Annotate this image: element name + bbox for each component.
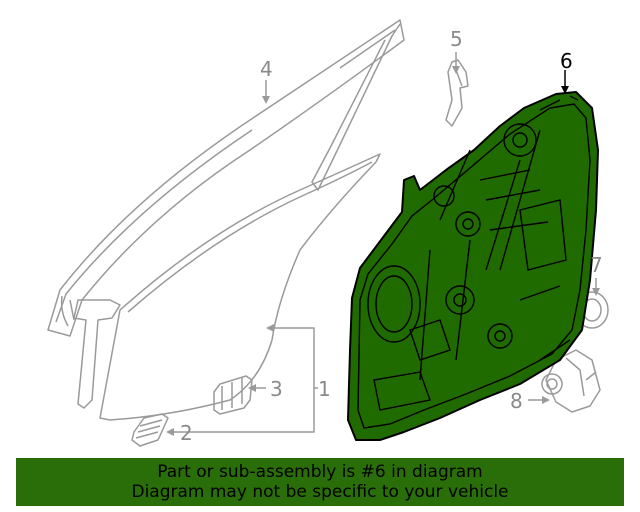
weatherstrip-seal	[445, 59, 469, 127]
door-glass	[99, 153, 381, 421]
callout-7: 7	[590, 253, 603, 277]
arrowhead-6	[561, 86, 569, 94]
banner-line-disclaimer: Diagram may not be specific to your vehi…	[131, 482, 509, 502]
glass-clip	[131, 413, 169, 447]
window-motor	[541, 349, 601, 413]
callout-2: 2	[180, 421, 193, 445]
callout-1: 1	[318, 377, 331, 401]
glass-run-channel	[47, 19, 405, 409]
callout-8: 8	[510, 389, 523, 413]
window-regulator-module	[347, 91, 599, 441]
callout-3: 3	[270, 377, 283, 401]
banner-line-part: Part or sub-assembly is #6 in diagram	[157, 462, 483, 482]
callout-4: 4	[260, 57, 273, 81]
callout-5: 5	[450, 27, 463, 51]
info-banner: Part or sub-assembly is #6 in diagram Di…	[16, 458, 624, 506]
glass-holder-bracket	[213, 375, 253, 415]
arrowheads	[166, 66, 600, 436]
callout-6: 6	[560, 49, 573, 73]
parts-diagram: 1 2 3 4 5 6 7 8	[47, 19, 609, 447]
